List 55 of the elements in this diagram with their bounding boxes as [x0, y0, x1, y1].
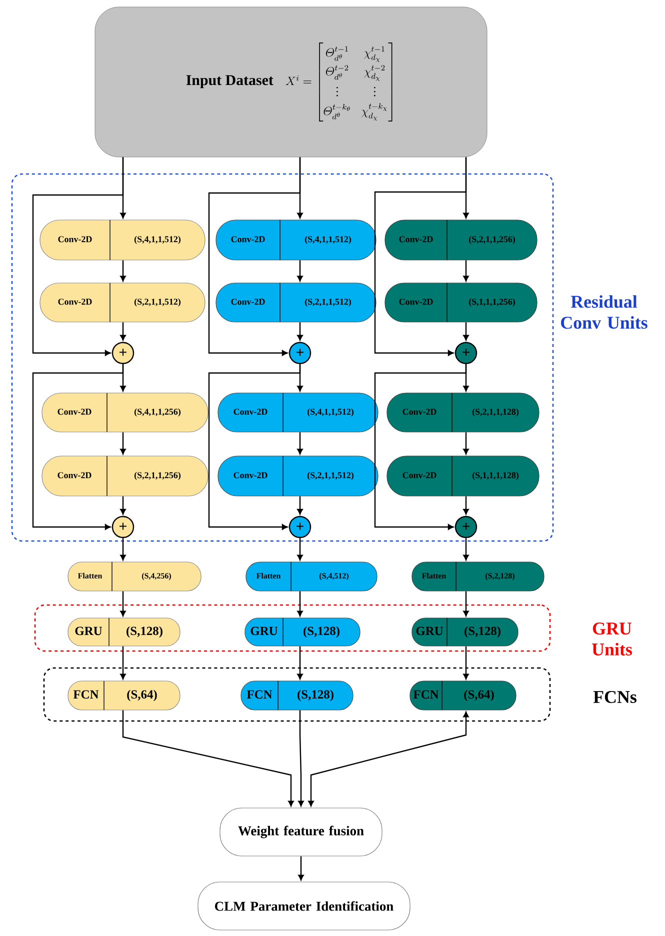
group-label: Residual Conv Units	[561, 295, 648, 329]
arrow	[120, 591, 126, 616]
conv-layer-box: Conv-2D (S,4,1,1,512)	[216, 220, 376, 260]
fusion-box: Weight feature fusion	[220, 808, 382, 856]
gru-layer-box: GRU (S,128)	[412, 618, 518, 646]
arrow	[463, 432, 469, 454]
input-box: Input Dataset $X^{i} = \begin{bmatrix} \varTheta_{d^{\theta}}^{t-1} & \chi_{d_{\chi}}^{t-1} \\ \varTheta_{d^{\theta}}^{t-2} & \chi_{d_{\chi}}^{t-2} \\ \vdots & \vdots \\ \varTheta_{d^{\theta}}^{t-k_{\theta}} & \chi_{d_{\chi}}^{t-k_{\chi}} \end{bmatrix}$	[94, 6, 488, 158]
arrow	[120, 646, 126, 680]
arrow	[297, 260, 303, 282]
output-box: CLM Parameter Identification	[198, 882, 410, 930]
conv-layer-box: Conv-2D (S,4,1,1,512)	[218, 392, 378, 432]
arrow	[120, 496, 126, 515]
arrow	[120, 538, 126, 560]
arrow	[308, 712, 469, 806]
conv-layer-box: Conv-2D (S,4,1,1,512)	[40, 220, 206, 260]
conv-layer-box: Conv-2D (S,2,1,1,512)	[40, 282, 206, 322]
arrow	[374, 157, 467, 356]
conv-layer-box: Conv-2D (S,2,1,1,512)	[218, 456, 378, 496]
conv-layer-box: Conv-2D (S,2,1,1,256)	[384, 220, 538, 260]
arrow	[120, 432, 126, 454]
arrow	[374, 364, 467, 530]
arrow	[32, 157, 124, 356]
arrow	[120, 322, 126, 341]
arrow	[120, 260, 126, 282]
arrow	[463, 496, 469, 515]
arrow	[297, 432, 303, 454]
fcn-layer-box: FCN (S,128)	[240, 680, 354, 710]
fcn-layer-box: FCN (S,64)	[68, 680, 180, 710]
arrow	[297, 538, 303, 560]
arrow	[463, 538, 469, 560]
gru-layer-box: GRU (S,128)	[68, 618, 180, 646]
arrow	[463, 322, 469, 341]
group-label: GRU Units	[592, 622, 632, 656]
arrow	[297, 322, 303, 341]
conv-layer-box: Conv-2D (S,2,1,1,256)	[42, 456, 208, 496]
conv-layer-box: Conv-2D (S,2,1,1,512)	[216, 282, 376, 322]
arrow	[297, 496, 303, 515]
group-label: FCNs	[593, 690, 636, 704]
arrow	[463, 591, 469, 616]
arrow	[463, 646, 469, 680]
conv-layer-box: Conv-2D (S,2,1,1,128)	[386, 392, 540, 432]
arrow	[298, 856, 304, 880]
arrow	[298, 710, 304, 806]
arrow	[122, 710, 294, 806]
arrow	[208, 364, 301, 530]
conv-layer-box: Conv-2D (S,4,1,1,256)	[42, 392, 208, 432]
arrow	[463, 260, 469, 282]
arrow	[32, 364, 124, 530]
arrow	[208, 157, 301, 356]
gru-layer-box: GRU (S,128)	[244, 618, 360, 646]
fcn-layer-box: FCN (S,64)	[410, 680, 516, 710]
conv-layer-box: Conv-2D (S,1,1,1,128)	[386, 456, 540, 496]
arrow	[297, 646, 303, 680]
arrow	[297, 591, 303, 616]
conv-layer-box: Conv-2D (S,1,1,1,256)	[384, 282, 538, 322]
